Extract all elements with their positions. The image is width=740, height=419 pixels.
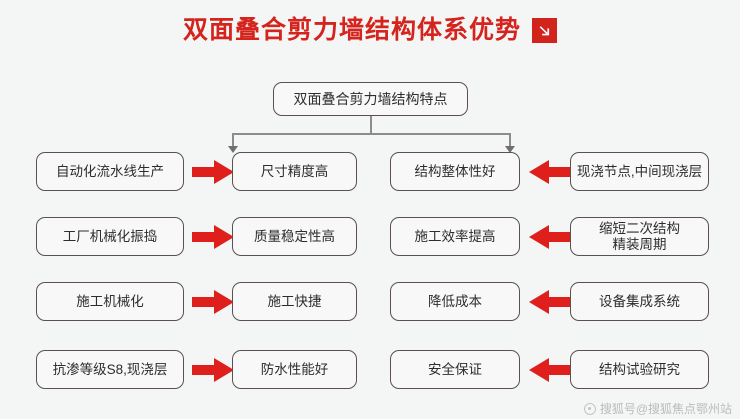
cause-left-node: 抗渗等级S8,现浇层 <box>36 350 184 389</box>
root-node: 双面叠合剪力墙结构特点 <box>273 82 468 116</box>
connector-arrowhead-left <box>228 146 238 153</box>
arrow-down-right-icon <box>532 18 557 43</box>
page-title: 双面叠合剪力墙结构体系优势 <box>0 18 740 43</box>
block-arrow-right-icon <box>192 290 234 314</box>
watermark-text: 搜狐号@搜狐焦点鄂州站 <box>599 402 732 416</box>
block-arrow-right-icon <box>192 225 234 249</box>
block-arrow-left-icon <box>529 358 571 382</box>
effect-right-node: 施工效率提高 <box>390 217 520 256</box>
cause-left-node: 自动化流水线生产 <box>36 152 184 191</box>
watermark: 搜狐号@搜狐焦点鄂州站 <box>583 400 732 417</box>
cause-right-node: 缩短二次结构 精装周期 <box>570 217 709 256</box>
block-arrow-left-icon <box>529 290 571 314</box>
connector-drop-left <box>232 133 234 147</box>
connector-stem <box>370 116 372 134</box>
connector-arrowhead-right <box>505 146 515 153</box>
effect-right-node: 降低成本 <box>390 282 520 321</box>
cause-right-node: 结构试验研究 <box>570 350 709 389</box>
effect-left-node: 防水性能好 <box>232 350 357 389</box>
block-arrow-right-icon <box>192 358 234 382</box>
effect-left-node: 施工快捷 <box>232 282 357 321</box>
effect-right-node: 安全保证 <box>390 350 520 389</box>
connector-bus <box>232 133 510 135</box>
effect-left-node: 质量稳定性高 <box>232 217 357 256</box>
block-arrow-left-icon <box>529 225 571 249</box>
cause-right-node: 设备集成系统 <box>570 282 709 321</box>
cause-left-node: 工厂机械化振捣 <box>36 217 184 256</box>
block-arrow-left-icon <box>529 160 571 184</box>
effect-right-node: 结构整体性好 <box>390 152 520 191</box>
page-title-text: 双面叠合剪力墙结构体系优势 <box>182 16 521 44</box>
sohu-logo-icon <box>583 402 596 415</box>
cause-right-node: 现浇节点,中间现浇层 <box>570 152 709 191</box>
block-arrow-right-icon <box>192 160 234 184</box>
effect-left-node: 尺寸精度高 <box>232 152 357 191</box>
connector-drop-right <box>509 133 511 147</box>
cause-left-node: 施工机械化 <box>36 282 184 321</box>
